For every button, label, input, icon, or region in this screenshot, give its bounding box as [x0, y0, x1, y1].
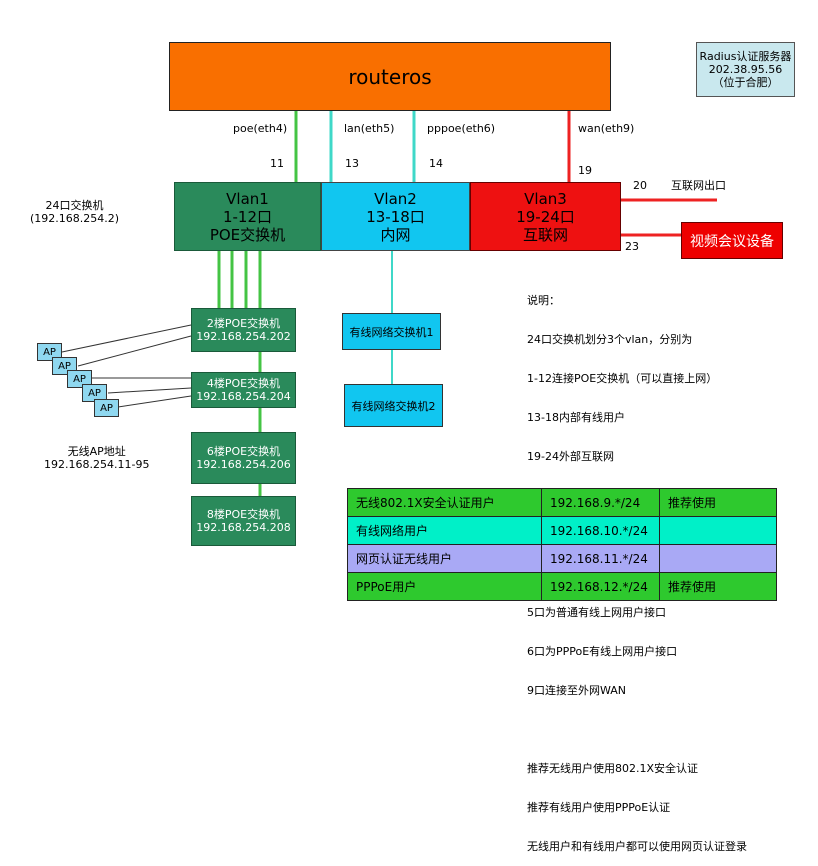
- switch24-name: 24口交换机: [45, 199, 104, 212]
- port-label-pppoe: pppoe(eth6): [427, 122, 496, 135]
- vlan3-name: Vlan3: [524, 189, 567, 208]
- ap-2-label: AP: [58, 360, 71, 372]
- notes-recommend-line: 无线用户和有线用户都可以使用网页认证登录: [527, 840, 747, 853]
- table-row: PPPoE用户 192.168.12.*/24 推荐使用: [347, 572, 777, 601]
- user-subnet-cell: 192.168.9.*/24: [541, 488, 660, 517]
- port-number-14: 14: [429, 157, 443, 170]
- ap-address-range: 192.168.254.11-95: [44, 458, 150, 471]
- port-number-13: 13: [345, 157, 359, 170]
- notes-recommend-line: 推荐无线用户使用802.1X安全认证: [527, 762, 699, 775]
- table-row: 网页认证无线用户 192.168.11.*/24: [347, 544, 777, 573]
- user-note-cell: 推荐使用: [659, 488, 777, 517]
- link-ap-4: [107, 387, 192, 394]
- notes-vlan-line: 19-24外部互联网: [527, 450, 614, 463]
- poe-switch-2f-ip: 192.168.254.202: [196, 330, 291, 343]
- vlan1-name: Vlan1: [226, 189, 269, 208]
- poe-switch-8f: 8楼POE交换机 192.168.254.208: [191, 496, 296, 546]
- ap-4-label: AP: [88, 387, 101, 399]
- port-number-11: 11: [270, 157, 284, 170]
- user-note-cell: 推荐使用: [659, 572, 777, 601]
- wired-switch-2: 有线网络交换机2: [344, 384, 443, 427]
- radius-ip: 202.38.95.56: [708, 63, 783, 76]
- ap-3: AP: [67, 370, 92, 388]
- poe-switch-8f-ip: 192.168.254.208: [196, 521, 291, 534]
- poe-switch-6f: 6楼POE交换机 192.168.254.206: [191, 432, 296, 484]
- notes-port-line: 5口为普通有线上网用户接口: [527, 606, 666, 619]
- port-label-wan: wan(eth9): [578, 122, 635, 135]
- radius-location: （位于合肥）: [712, 76, 779, 89]
- notes-port-line: 6口为PPPoE有线上网用户接口: [527, 645, 678, 658]
- ap-address-title: 无线AP地址: [67, 445, 126, 458]
- user-subnet-cell: 192.168.11.*/24: [541, 544, 660, 573]
- vlan1-range: 1-12口: [222, 207, 273, 226]
- vlan2-box: Vlan2 13-18口 内网: [321, 182, 470, 251]
- switch24-label: 24口交换机 (192.168.254.2): [30, 199, 119, 225]
- poe-switch-6f-name: 6楼POE交换机: [206, 445, 281, 458]
- vlan3-box: Vlan3 19-24口 互联网: [470, 182, 621, 251]
- ap-1-label: AP: [43, 346, 56, 358]
- poe-switch-4f: 4楼POE交换机 192.168.254.204: [191, 372, 296, 408]
- poe-switch-6f-ip: 192.168.254.206: [196, 458, 291, 471]
- notes-recommend-line: 推荐有线用户使用PPPoE认证: [527, 801, 671, 814]
- port-label-lan: lan(eth5): [344, 122, 395, 135]
- poe-switch-4f-name: 4楼POE交换机: [206, 377, 281, 390]
- notes-vlan-line: 13-18内部有线用户: [527, 411, 625, 424]
- port-number-23: 23: [625, 240, 639, 253]
- poe-switch-4f-ip: 192.168.254.204: [196, 390, 291, 403]
- user-type-cell: PPPoE用户: [347, 572, 542, 601]
- wired-switch-2-label: 有线网络交换机2: [351, 399, 436, 413]
- poe-switch-2f-name: 2楼POE交换机: [206, 317, 281, 330]
- internet-exit-label: 互联网出口: [671, 179, 726, 192]
- user-note-cell: [659, 544, 777, 573]
- poe-switch-8f-name: 8楼POE交换机: [206, 508, 281, 521]
- user-type-cell: 网页认证无线用户: [347, 544, 542, 573]
- notes-port-line: 9口连接至外网WAN: [527, 684, 627, 697]
- vlan2-name: Vlan2: [374, 189, 417, 208]
- ap-5-label: AP: [100, 402, 113, 414]
- ap-3-label: AP: [73, 373, 86, 385]
- user-note-cell: [659, 516, 777, 545]
- notes-vlan-line: 1-12连接POE交换机（可以直接上网）: [527, 372, 718, 385]
- router-box: routeros: [169, 42, 611, 111]
- ap-5: AP: [94, 399, 119, 417]
- table-row: 无线802.1X安全认证用户 192.168.9.*/24 推荐使用: [347, 488, 777, 517]
- video-device-label: 视频会议设备: [690, 233, 774, 250]
- port-number-19: 19: [578, 164, 592, 177]
- connection-lines: [61, 111, 717, 496]
- user-type-cell: 无线802.1X安全认证用户: [347, 488, 542, 517]
- link-ap-1: [61, 324, 192, 353]
- router-label: routeros: [348, 64, 432, 89]
- user-subnet-table: 无线802.1X安全认证用户 192.168.9.*/24 推荐使用 有线网络用…: [347, 488, 777, 601]
- video-device-box: 视频会议设备: [681, 222, 783, 259]
- table-row: 有线网络用户 192.168.10.*/24: [347, 516, 777, 545]
- ap-1: AP: [37, 343, 62, 361]
- notes-vlan-line: 24口交换机划分3个vlan，分别为: [527, 333, 693, 346]
- notes-title: 说明：: [527, 294, 560, 307]
- user-subnet-cell: 192.168.12.*/24: [541, 572, 660, 601]
- wired-switch-1-label: 有线网络交换机1: [349, 325, 434, 339]
- vlan2-range: 13-18口: [366, 207, 425, 226]
- link-ap-2: [77, 335, 192, 367]
- link-ap-5: [117, 395, 192, 408]
- poe-switch-2f: 2楼POE交换机 192.168.254.202: [191, 308, 296, 352]
- radius-server-box: Radius认证服务器 202.38.95.56 （位于合肥）: [696, 42, 795, 97]
- vlan2-desc: 内网: [380, 225, 411, 244]
- switch24-ip: (192.168.254.2): [30, 212, 120, 225]
- port-number-20: 20: [633, 179, 647, 192]
- vlan1-box: Vlan1 1-12口 POE交换机: [174, 182, 321, 251]
- wired-switch-1: 有线网络交换机1: [342, 313, 441, 350]
- user-subnet-cell: 192.168.10.*/24: [541, 516, 660, 545]
- user-type-cell: 有线网络用户: [347, 516, 542, 545]
- vlan3-range: 19-24口: [516, 207, 575, 226]
- ap-address: 无线AP地址 192.168.254.11-95: [44, 445, 149, 471]
- radius-title: Radius认证服务器: [699, 50, 792, 63]
- port-label-poe: poe(eth4): [233, 122, 288, 135]
- vlan3-desc: 互联网: [522, 225, 568, 244]
- vlan1-desc: POE交换机: [209, 225, 286, 244]
